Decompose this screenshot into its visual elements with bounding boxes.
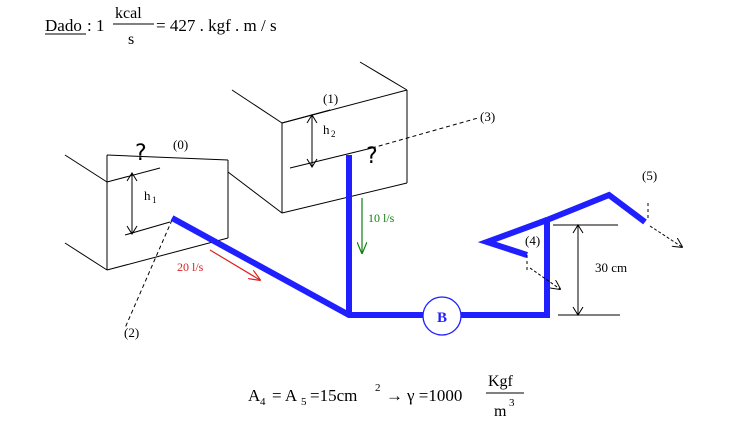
h1-dimension: h 1: [126, 172, 157, 235]
header-fraction-denominator: s: [128, 31, 134, 48]
footer-square: 2: [375, 382, 381, 394]
footer-eq1: = A: [272, 386, 298, 405]
footer-unit-numerator: Kgf: [488, 373, 514, 390]
point-5-label: (5): [642, 168, 657, 183]
footer-a5-subscript: 5: [301, 396, 307, 408]
dashed-line-2: [124, 219, 173, 329]
flow-label-20: 20 l/s: [177, 260, 204, 274]
dashed-line-3: [371, 117, 479, 149]
height-30-label: 30 cm: [595, 260, 627, 275]
tank-1: [227, 61, 408, 214]
pump-b: B: [422, 296, 462, 336]
h2-dimension: h 2: [306, 114, 336, 168]
point-4-label: (4): [525, 233, 540, 248]
footer-arrow: →: [386, 386, 403, 405]
h1-label: h: [144, 188, 151, 203]
pipe-system: [170, 155, 647, 318]
footer-a4: A: [248, 386, 261, 405]
point-3-label: (3): [480, 109, 495, 124]
dado-label: Dado: [45, 16, 82, 35]
pipe-inlet-segment: [170, 215, 425, 318]
question-mark-left: ?: [135, 141, 147, 166]
pipe-outlet-segment: [459, 191, 647, 318]
h2-subscript: 2: [331, 129, 336, 139]
header-fraction-numerator: kcal: [115, 5, 142, 22]
header-formula: Dado : 1 kcal s = 427 . kgf . m / s: [45, 5, 277, 48]
footer-eq2: =15cm: [310, 386, 357, 405]
header-equation-rest: = 427 . kgf . m / s: [156, 16, 277, 35]
h2-label: h: [323, 122, 330, 137]
flow-arrow-20: [209, 249, 260, 280]
footer-gamma: γ =1000: [406, 386, 462, 405]
h1-subscript: 1: [152, 195, 157, 205]
dado-colon: :: [87, 16, 92, 35]
tank-0: [64, 154, 229, 271]
footer-formula: A 4 = A 5 =15cm 2 → γ =1000 Kgf m 3: [248, 373, 524, 420]
tank-1-water-line: [289, 147, 373, 169]
height-30-dimension: 30 cm: [553, 224, 627, 316]
footer-unit-denominator: m: [494, 403, 507, 420]
flow-label-10: 10 l/s: [368, 211, 395, 225]
pipe-branch-4: [477, 217, 549, 258]
point-0-label: (0): [173, 137, 188, 152]
footer-cube: 3: [509, 397, 515, 409]
point-1-label: (1): [323, 91, 338, 106]
outlet-4-arrow: [529, 267, 560, 289]
question-mark-right: ?: [366, 144, 378, 169]
outlet-5-arrow: [649, 225, 682, 247]
header-one: 1: [96, 16, 105, 35]
pump-label: B: [437, 310, 447, 326]
footer-a4-subscript: 4: [260, 396, 266, 408]
point-2-label: (2): [124, 325, 139, 340]
